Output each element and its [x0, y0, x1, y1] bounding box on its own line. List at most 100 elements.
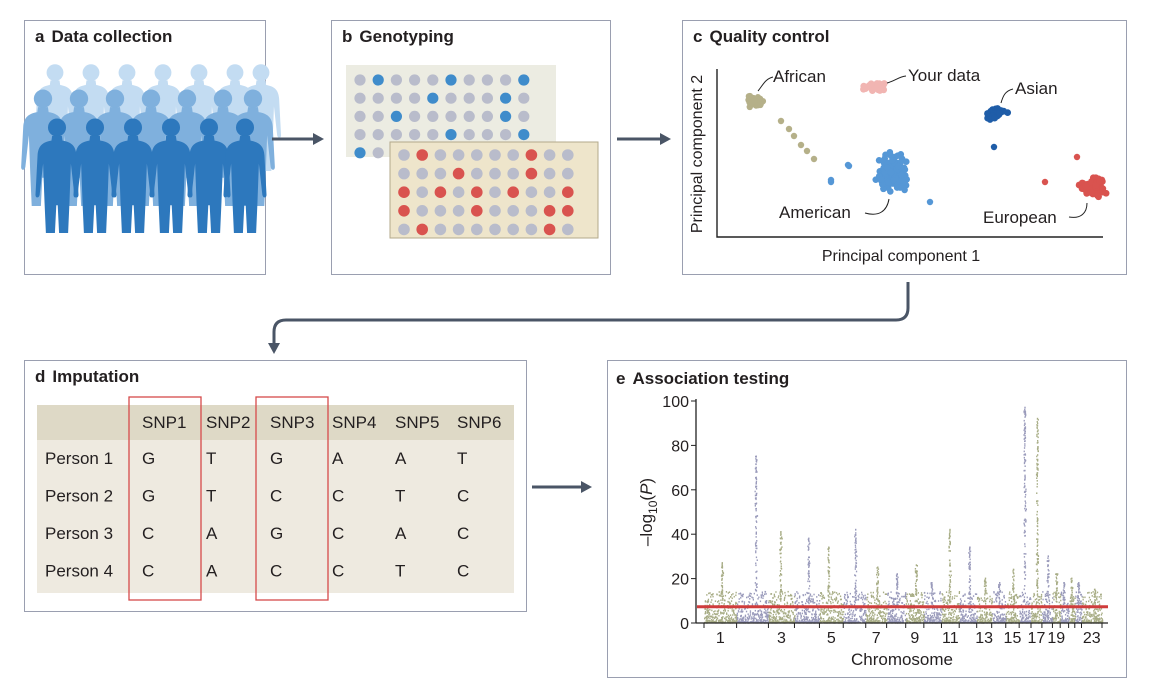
snp-point: [854, 582, 857, 585]
snp-point: [779, 549, 781, 552]
snp-point: [789, 595, 791, 597]
snp-point: [985, 589, 987, 592]
y-tick-label: 60: [671, 483, 689, 500]
snp-point: [749, 612, 752, 614]
pca-point: [757, 101, 764, 109]
snp-point: [971, 621, 973, 623]
snp-point: [934, 592, 936, 594]
snp-point: [752, 617, 754, 620]
snp-point: [876, 617, 878, 620]
snp-point: [723, 617, 726, 620]
snp-point: [1048, 596, 1050, 599]
snp-point: [915, 594, 918, 596]
snp-point: [779, 552, 781, 555]
snp-point: [786, 602, 789, 605]
pca-point: [898, 177, 906, 184]
peak-point: [984, 577, 987, 580]
snp-point: [811, 616, 813, 619]
snp-point: [837, 615, 840, 617]
snp-point: [1024, 454, 1027, 456]
pca-point: [867, 80, 875, 88]
snp-point: [827, 613, 829, 616]
snp-point: [897, 594, 899, 597]
snp-point: [1025, 414, 1027, 416]
snp-point: [727, 614, 730, 617]
snp-point: [904, 595, 907, 598]
pca-point: [797, 141, 805, 149]
snp-point: [938, 617, 940, 620]
snp-point: [941, 607, 944, 610]
snp-point: [892, 603, 894, 606]
snp-point: [962, 603, 964, 605]
snp-point: [819, 614, 821, 616]
snp-point: [873, 618, 875, 621]
well-dot: [489, 223, 501, 236]
snp-point: [989, 600, 991, 603]
pca-point: [860, 85, 867, 93]
well-dot: [372, 129, 384, 141]
snp-point: [1047, 577, 1049, 580]
snp-point: [970, 619, 972, 621]
snp-point: [896, 597, 898, 600]
snp-point: [930, 621, 932, 623]
label-european: European: [983, 208, 1057, 227]
snp-point: [812, 609, 814, 612]
snp-point: [897, 586, 899, 588]
snp-point: [941, 611, 943, 614]
snp-point: [879, 610, 881, 612]
snp-point: [973, 613, 975, 616]
snp-point: [939, 613, 941, 616]
snp-point: [886, 607, 888, 610]
snp-point: [796, 616, 799, 618]
well-dot: [562, 186, 574, 198]
chromosome-3-points: [768, 531, 796, 624]
snp-point: [1039, 618, 1041, 621]
snp-point: [1008, 597, 1010, 599]
snp-point: [745, 618, 747, 621]
snp-point: [1041, 602, 1043, 604]
snp-point: [740, 618, 743, 620]
snp-point: [945, 613, 947, 616]
snp-point: [843, 603, 845, 605]
snp-point: [1025, 614, 1027, 617]
snp-point: [1037, 447, 1039, 449]
snp-point: [969, 593, 971, 596]
snp-point: [808, 556, 810, 559]
snp-point: [707, 607, 709, 610]
snp-point: [756, 594, 758, 596]
snp-point: [947, 603, 949, 605]
snp-point: [1037, 422, 1039, 425]
snp-point: [1040, 620, 1042, 623]
snp-point: [1053, 591, 1055, 594]
snp-point: [755, 468, 757, 470]
snp-point: [747, 617, 749, 620]
snp-point: [1058, 592, 1060, 594]
snp-point: [921, 601, 923, 603]
snp-point: [902, 620, 904, 622]
snp-point: [889, 596, 891, 599]
snp-point: [732, 604, 734, 606]
snp-point: [862, 596, 864, 599]
well-dot: [445, 129, 457, 141]
snp-point: [1024, 560, 1026, 563]
snp-point: [764, 615, 767, 618]
snp-point: [907, 603, 910, 605]
snp-point: [906, 593, 908, 596]
snp-point: [710, 601, 712, 603]
snp-point: [996, 616, 998, 618]
snp-point: [908, 614, 910, 617]
snp-point: [815, 612, 817, 614]
snp-point: [989, 614, 991, 616]
chromosome-19-points: [1052, 573, 1062, 624]
snp-point: [1056, 574, 1058, 576]
snp-point: [791, 594, 793, 597]
snp-point: [959, 621, 961, 623]
snp-point: [949, 570, 951, 573]
snp-point: [794, 601, 796, 604]
snp-point: [767, 611, 769, 614]
snp-point: [756, 540, 758, 542]
snp-point: [992, 619, 995, 621]
snp-point: [724, 608, 726, 610]
peak-point: [855, 528, 857, 531]
snp-point: [1024, 529, 1026, 532]
